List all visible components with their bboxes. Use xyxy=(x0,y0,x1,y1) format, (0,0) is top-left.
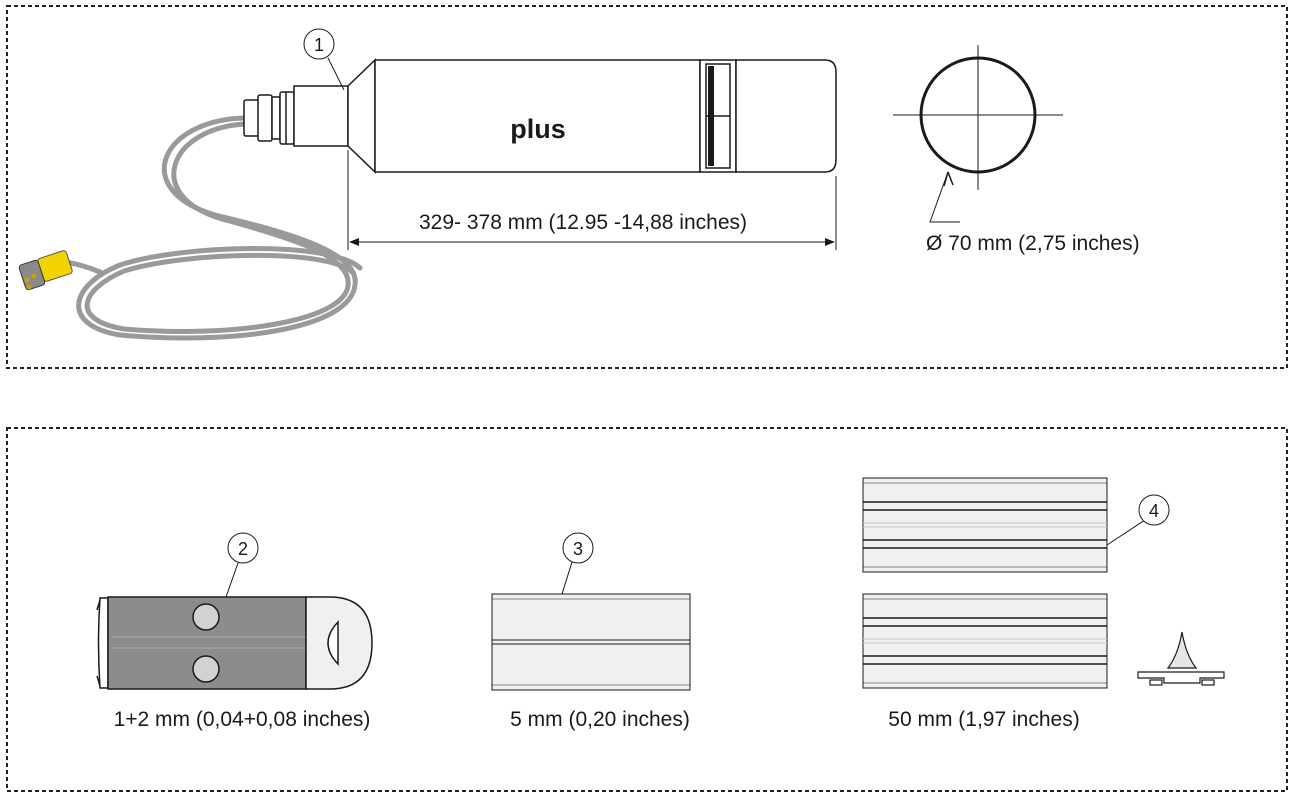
spacer-panel-frame xyxy=(6,427,1288,792)
diameter-view xyxy=(893,45,1063,223)
cable-gland xyxy=(243,85,349,147)
spacer-1-2mm-label: 1+2 mm (0,04+0,08 inches) xyxy=(114,708,371,731)
spacer-1-2mm xyxy=(96,596,373,690)
diameter-label: Ø 70 mm (2,75 inches) xyxy=(926,232,1140,255)
callout-3-number: 3 xyxy=(573,539,583,559)
spacer-50mm-upper xyxy=(862,477,1108,573)
spacer-profile-section xyxy=(1137,631,1225,686)
sensor-cable xyxy=(58,115,363,341)
spacer-50mm-label: 50 mm (1,97 inches) xyxy=(888,708,1079,731)
callout-3: 3 xyxy=(561,532,594,595)
sensor-body xyxy=(347,58,837,174)
spacer-5mm xyxy=(491,593,691,691)
sensor-panel-frame xyxy=(6,5,1288,369)
callout-1-number: 1 xyxy=(314,35,324,55)
callout-4-number: 4 xyxy=(1149,501,1159,521)
sensor-brand-label: plus xyxy=(510,114,566,144)
callout-1: 1 xyxy=(303,28,345,91)
spacer-5mm-label: 5 mm (0,20 inches) xyxy=(510,708,690,731)
callout-4: 4 xyxy=(1106,494,1170,546)
length-dimension xyxy=(347,150,837,250)
callout-2: 2 xyxy=(225,532,259,598)
spacer-50mm-lower xyxy=(862,593,1108,689)
m12-connector xyxy=(18,250,73,291)
length-label: 329- 378 mm (12.95 -14,88 inches) xyxy=(419,211,747,234)
callout-2-number: 2 xyxy=(238,539,248,559)
